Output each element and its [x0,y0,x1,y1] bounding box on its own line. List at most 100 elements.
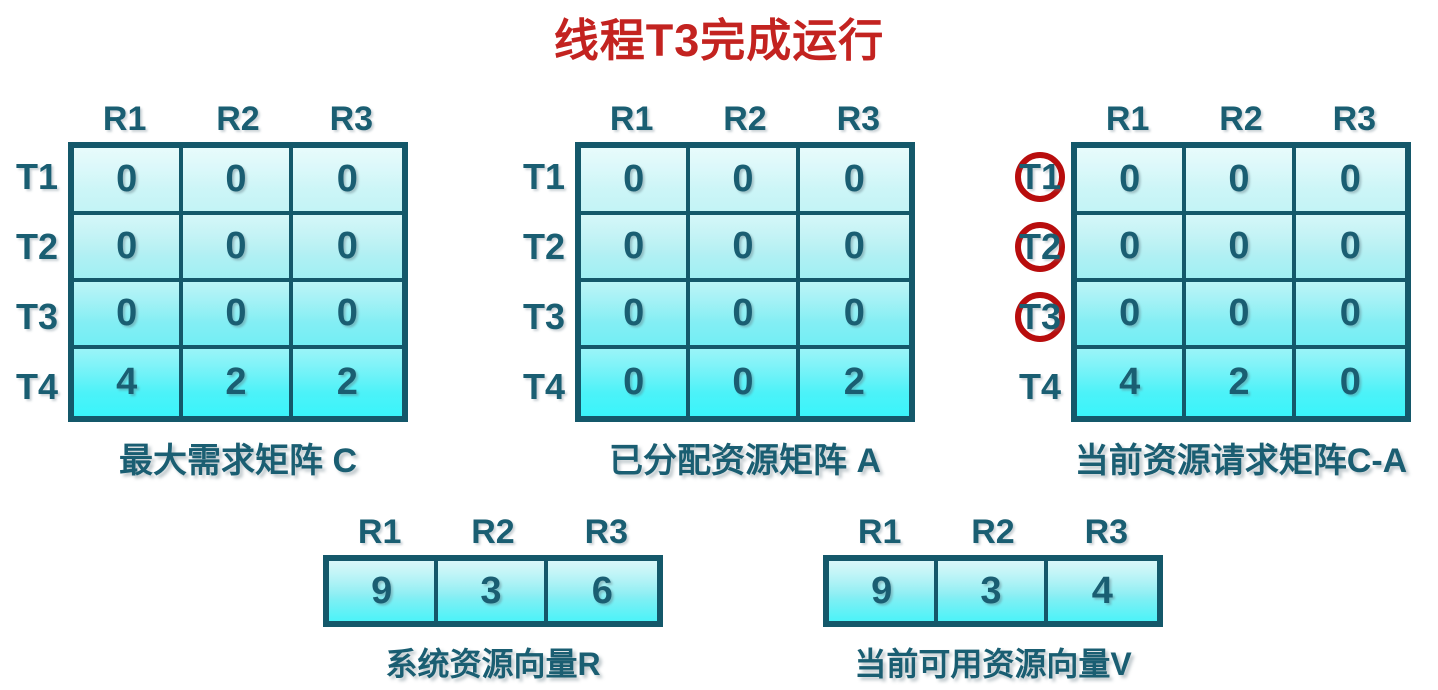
red-circle-icon [1015,222,1065,272]
matrix-cell: 0 [292,148,402,215]
col-header-r3: R3 [1332,100,1377,138]
col-header-r1: R1 [1105,100,1150,138]
row-label-t2: T2 [1018,226,1061,267]
vector-cell: 6 [547,561,657,621]
row-label-t4: T4 [1018,366,1061,407]
row-label-t3: T3 [15,296,58,337]
matrix-cell: 0 [690,282,800,349]
row-label-wrap-t1: T1 [6,142,68,212]
row-label-wrap-t2: T2 [6,212,68,282]
matrix-cell: 0 [292,282,402,349]
matrix-ca-caption: 当前资源请求矩阵C-A [1074,442,1408,480]
row-label-wrap-t4: T4 [1009,352,1071,422]
row-label-wrap-t3: T3 [513,282,575,352]
matrix-ca-table: 0 0 0 0 0 0 0 0 0 4 2 0 [1071,142,1411,422]
vector-r-block: R1 R2 R3 9 3 6 系统资源向量R [323,513,663,685]
matrix-a-col-headers: R1 R2 R3 [575,98,915,142]
page-title: 线程T3完成运行 [553,15,885,66]
matrix-ca-row-labels: T1 T2 T3 T4 [1009,142,1071,422]
col-header-r1: R1 [609,100,654,138]
matrix-cell: 0 [1186,148,1296,215]
vector-cell: 9 [829,561,939,621]
row-label-wrap-t2: T2 [1009,212,1071,282]
matrix-cell: 0 [690,215,800,282]
matrix-cell: 0 [183,148,293,215]
red-circle-icon [1015,292,1065,342]
vector-cell: 4 [1047,561,1157,621]
row-label-wrap-t3: T3 [1009,282,1071,352]
col-header-r1: R1 [857,513,902,551]
matrix-c-block: R1 R2 R3 T1 T2 T3 T4 0 0 0 0 0 0 0 0 0 4… [6,98,408,482]
matrix-ca-block: R1 R2 R3 T1 T2 T3 T4 0 0 0 0 0 0 0 0 0 4… [1009,98,1411,482]
matrix-cell: 0 [292,215,402,282]
matrix-cell: 0 [799,282,909,349]
row-label-wrap-t4: T4 [6,352,68,422]
col-header-r2: R2 [471,513,515,551]
matrix-c-caption: 最大需求矩阵 C [119,442,357,480]
col-header-r2: R2 [1219,100,1263,138]
matrix-a-caption: 已分配资源矩阵 A [609,442,881,480]
matrix-cell: 0 [1186,215,1296,282]
matrix-cell: 0 [581,148,691,215]
vector-cell: 3 [938,561,1048,621]
matrix-cell: 2 [1186,349,1296,416]
matrix-cell: 0 [1077,282,1187,349]
vector-v-table: 9 3 4 [823,555,1163,627]
matrix-cell: 0 [799,215,909,282]
row-label-t4: T4 [15,366,58,407]
matrix-cell: 4 [1077,349,1187,416]
col-header-r2: R2 [971,513,1015,551]
row-label-wrap-t1: T1 [1009,142,1071,212]
vector-cell: 9 [329,561,439,621]
matrix-cell: 0 [183,215,293,282]
matrix-cell: 0 [74,282,184,349]
matrix-cell: 0 [799,148,909,215]
col-header-r3: R3 [584,513,629,551]
matrix-cell: 0 [581,349,691,416]
row-label-t2: T2 [522,226,565,267]
row-label-t4: T4 [522,366,565,407]
row-label-wrap-t3: T3 [6,282,68,352]
vector-v-block: R1 R2 R3 9 3 4 当前可用资源向量V [823,513,1163,685]
vector-r-caption: 系统资源向量R [385,646,601,682]
matrix-cell: 0 [690,148,800,215]
matrix-cell: 0 [1295,282,1405,349]
matrix-cell: 0 [1295,349,1405,416]
row-label-wrap-t2: T2 [513,212,575,282]
row-label-wrap-t1: T1 [513,142,575,212]
matrix-a-table: 0 0 0 0 0 0 0 0 0 0 0 2 [575,142,915,422]
matrix-cell: 0 [581,282,691,349]
col-header-r1: R1 [102,100,147,138]
matrix-c-row-labels: T1 T2 T3 T4 [6,142,68,422]
row-label-t1: T1 [522,156,565,197]
matrix-cell: 0 [1186,282,1296,349]
matrix-cell: 0 [1295,148,1405,215]
matrix-a-row-labels: T1 T2 T3 T4 [513,142,575,422]
row-label-t1: T1 [15,156,58,197]
vector-r-col-headers: R1 R2 R3 [323,513,663,555]
col-header-r3: R3 [329,100,374,138]
matrix-cell: 0 [690,349,800,416]
row-label-t2: T2 [15,226,58,267]
col-header-r3: R3 [836,100,881,138]
row-label-wrap-t4: T4 [513,352,575,422]
matrix-cell: 2 [799,349,909,416]
vector-cell: 3 [438,561,548,621]
matrix-cell: 0 [183,282,293,349]
row-label-t3: T3 [522,296,565,337]
row-label-t3: T3 [1018,296,1061,337]
col-header-r2: R2 [723,100,767,138]
matrix-cell: 2 [292,349,402,416]
matrix-cell: 2 [183,349,293,416]
red-circle-icon [1015,152,1065,202]
vector-v-caption: 当前可用资源向量V [854,646,1132,682]
vector-r-table: 9 3 6 [323,555,663,627]
col-header-r2: R2 [216,100,260,138]
matrix-cell: 0 [74,215,184,282]
matrix-cell: 4 [74,349,184,416]
vector-v-col-headers: R1 R2 R3 [823,513,1163,555]
col-header-r1: R1 [357,513,402,551]
matrix-a-block: R1 R2 R3 T1 T2 T3 T4 0 0 0 0 0 0 0 0 0 0… [513,98,915,482]
matrix-cell: 0 [1077,148,1187,215]
matrix-cell: 0 [1295,215,1405,282]
